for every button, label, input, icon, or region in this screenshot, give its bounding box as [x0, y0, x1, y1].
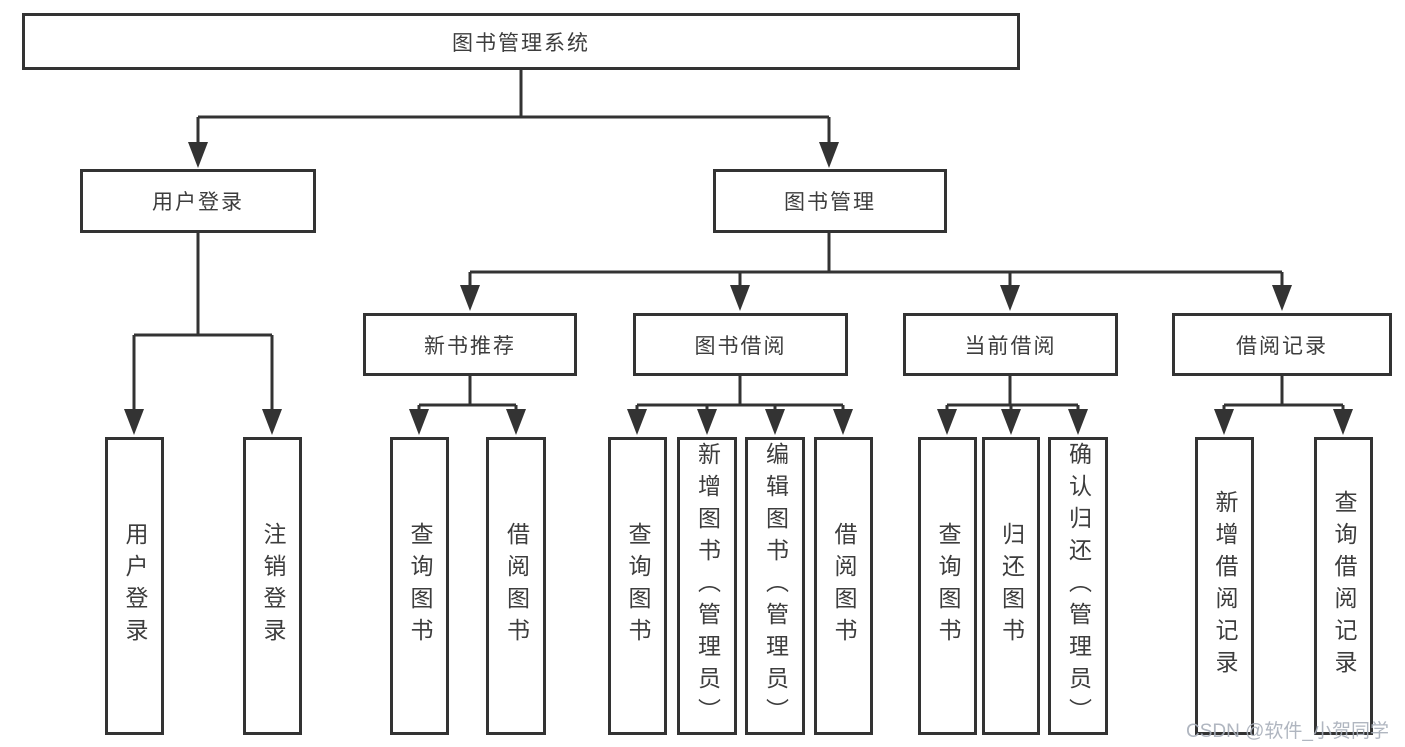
leaf-logout: 注销登录	[243, 437, 302, 735]
node-root: 图书管理系统	[22, 13, 1020, 70]
node-current-borrowing: 当前借阅	[903, 313, 1118, 376]
arrowheads	[124, 142, 1353, 435]
leaf-edit-books-admin: 编辑图书（管理员）	[745, 437, 805, 735]
leaf-add-borrow-record: 新增借阅记录	[1195, 437, 1254, 735]
leaf-borrowing-borrow-books: 借阅图书	[814, 437, 873, 735]
leaf-recommend-borrow-books: 借阅图书	[486, 437, 546, 735]
node-new-book-recommendation: 新书推荐	[363, 313, 577, 376]
node-borrowing-records: 借阅记录	[1172, 313, 1392, 376]
node-book-borrowing: 图书借阅	[633, 313, 848, 376]
leaf-confirm-return-admin: 确认归还（管理员）	[1048, 437, 1108, 735]
leaf-add-books-admin: 新增图书（管理员）	[677, 437, 737, 735]
csdn-watermark: CSDN @软件_小贺同学	[1186, 721, 1389, 742]
node-book-management: 图书管理	[713, 169, 947, 233]
leaf-current-query-books: 查询图书	[918, 437, 977, 735]
leaf-return-books: 归还图书	[982, 437, 1040, 735]
leaf-borrowing-query-books: 查询图书	[608, 437, 667, 735]
leaf-user-login: 用户登录	[105, 437, 164, 735]
leaf-recommend-query-books: 查询图书	[390, 437, 449, 735]
leaf-query-borrow-record: 查询借阅记录	[1314, 437, 1373, 735]
node-user-login-group: 用户登录	[80, 169, 316, 233]
